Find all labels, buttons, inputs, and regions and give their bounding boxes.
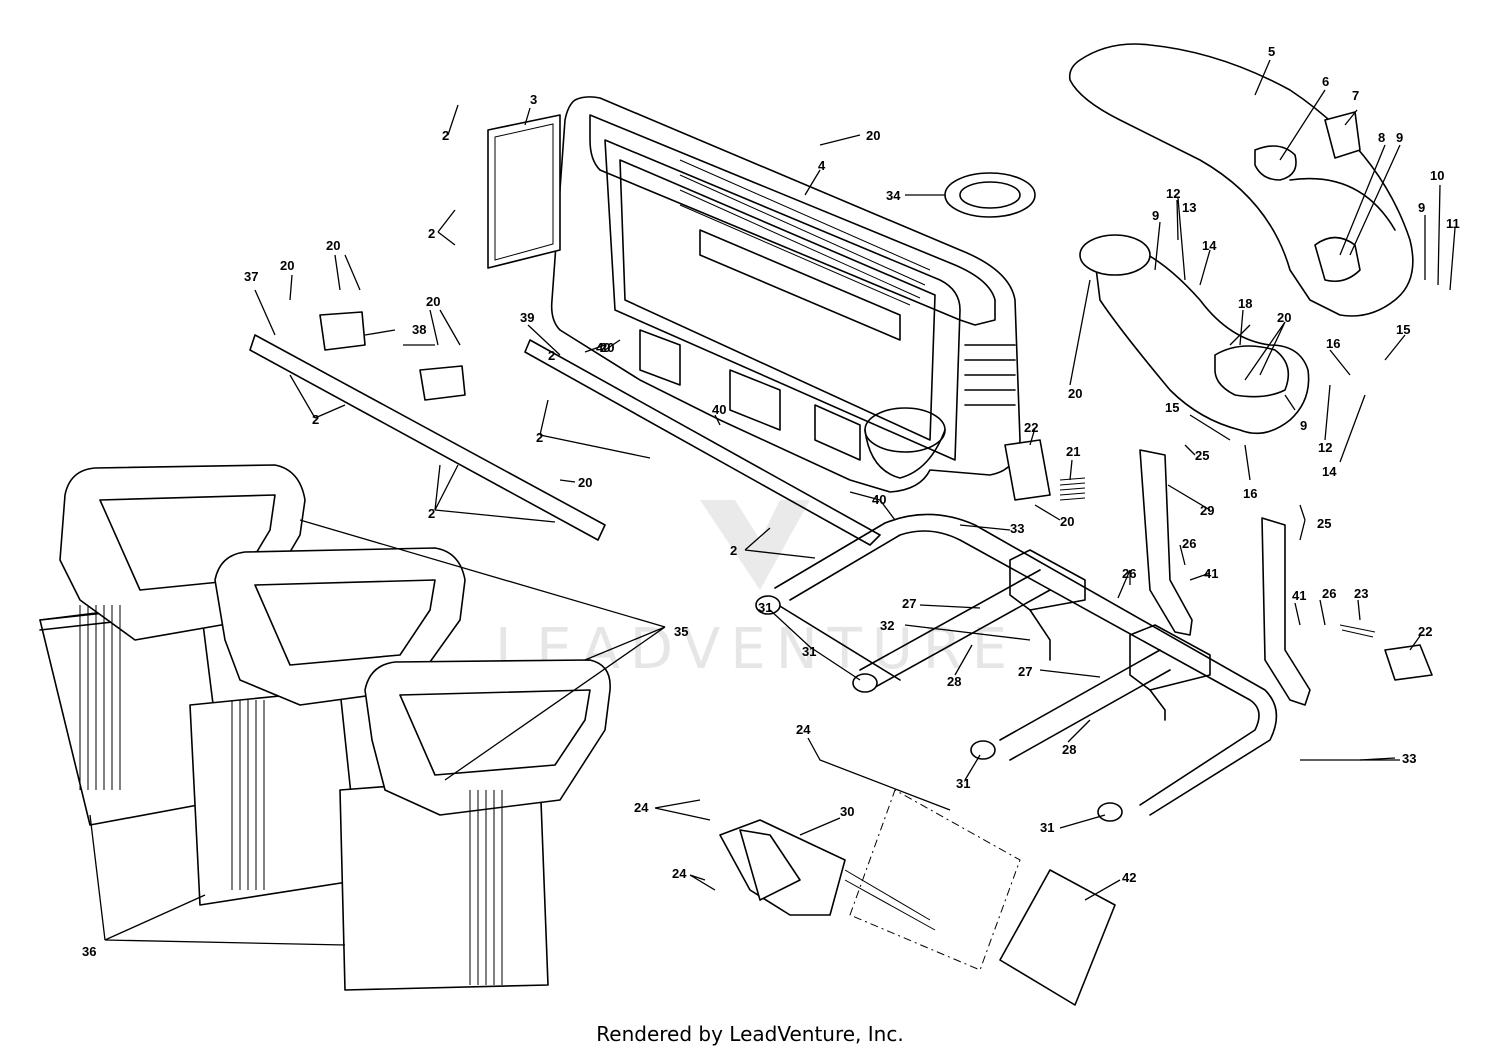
callout-2: 2 xyxy=(548,348,555,363)
left-rails xyxy=(249,311,881,546)
callout-20: 20 xyxy=(280,258,294,273)
callout-20: 20 xyxy=(866,128,880,143)
callout-36: 36 xyxy=(82,944,96,959)
callout-12: 12 xyxy=(1166,186,1180,201)
callout-34: 34 xyxy=(886,188,901,203)
callout-6: 6 xyxy=(1322,74,1329,89)
callout-38: 38 xyxy=(412,322,426,337)
callout-9: 9 xyxy=(1152,208,1159,223)
callout-20: 20 xyxy=(600,340,614,355)
frame-brackets xyxy=(1139,449,1311,706)
callout-40: 40 xyxy=(872,492,886,507)
callout-13: 13 xyxy=(1182,200,1196,215)
seal-ring xyxy=(944,172,1036,218)
callout-2: 2 xyxy=(312,412,319,427)
callout-42: 42 xyxy=(1122,870,1136,885)
callout-32: 32 xyxy=(880,618,894,633)
callout-31: 31 xyxy=(802,644,816,659)
footer-credit: Rendered by LeadVenture, Inc. xyxy=(596,1022,904,1046)
callout-40: 40 xyxy=(596,340,610,355)
bagger-housing xyxy=(550,96,1021,493)
callout-14: 14 xyxy=(1322,464,1337,479)
callout-22: 22 xyxy=(1024,420,1038,435)
callout-31: 31 xyxy=(1040,820,1054,835)
callout-41: 41 xyxy=(1292,588,1306,603)
callout-30: 30 xyxy=(840,804,854,819)
pins-and-spring xyxy=(1004,439,1433,681)
discharge-chute xyxy=(1068,43,1414,317)
callout-15: 15 xyxy=(1396,322,1410,337)
callout-15: 15 xyxy=(1165,400,1179,415)
callout-23: 23 xyxy=(1354,586,1368,601)
mounting-plates xyxy=(719,789,1116,1006)
callout-24: 24 xyxy=(796,722,811,737)
callout-26: 26 xyxy=(1322,586,1336,601)
callout-26: 26 xyxy=(1182,536,1196,551)
callout-7: 7 xyxy=(1352,88,1359,103)
callout-20: 20 xyxy=(1277,310,1291,325)
callout-2: 2 xyxy=(730,543,737,558)
callout-28: 28 xyxy=(1062,742,1076,757)
callout-20: 20 xyxy=(1060,514,1074,529)
grass-bags xyxy=(39,464,611,991)
screen-panel xyxy=(487,114,561,269)
callout-8: 8 xyxy=(1378,130,1385,145)
callout-33: 33 xyxy=(1010,521,1024,536)
callout-labels: 2 2 2 2 2 2 2 3 4 5 6 7 8 9 9 9 9 10 11 … xyxy=(82,44,1460,959)
callout-12: 12 xyxy=(1318,440,1332,455)
callout-33: 33 xyxy=(1402,751,1416,766)
callout-41: 41 xyxy=(1204,566,1218,581)
callout-31: 31 xyxy=(956,776,970,791)
callout-28: 28 xyxy=(947,674,961,689)
callout-25: 25 xyxy=(1317,516,1331,531)
callout-9: 9 xyxy=(1418,200,1425,215)
callout-27: 27 xyxy=(1018,664,1032,679)
callout-31: 31 xyxy=(758,600,772,615)
callout-10: 10 xyxy=(1430,168,1444,183)
callout-2: 2 xyxy=(428,226,435,241)
callout-18: 18 xyxy=(1238,296,1252,311)
callout-20: 20 xyxy=(326,238,340,253)
callout-20: 20 xyxy=(426,294,440,309)
callout-11: 11 xyxy=(1446,216,1460,231)
callout-39: 39 xyxy=(520,310,534,325)
callout-37: 37 xyxy=(244,269,258,284)
callout-9: 9 xyxy=(1396,130,1403,145)
leader-lines xyxy=(89,59,1456,946)
callout-29: 29 xyxy=(1200,503,1214,518)
callout-24: 24 xyxy=(634,800,649,815)
chute-adapter xyxy=(1079,234,1310,435)
callout-35: 35 xyxy=(674,624,688,639)
bag-frame xyxy=(755,513,1278,822)
callout-20: 20 xyxy=(578,475,592,490)
callout-16: 16 xyxy=(1326,336,1340,351)
callout-2: 2 xyxy=(428,506,435,521)
callout-2: 2 xyxy=(536,430,543,445)
callout-4: 4 xyxy=(818,158,826,173)
callout-9: 9 xyxy=(1300,418,1307,433)
callout-2: 2 xyxy=(442,128,449,143)
callout-14: 14 xyxy=(1202,238,1217,253)
callout-25: 25 xyxy=(1195,448,1209,463)
callout-27: 27 xyxy=(902,596,916,611)
callout-3: 3 xyxy=(530,92,537,107)
callout-16: 16 xyxy=(1243,486,1257,501)
callout-26: 26 xyxy=(1122,566,1136,581)
callout-24: 24 xyxy=(672,866,687,881)
callout-40: 40 xyxy=(712,402,726,417)
callout-21: 21 xyxy=(1066,444,1080,459)
callout-20: 20 xyxy=(1068,386,1082,401)
callout-22: 22 xyxy=(1418,624,1432,639)
callout-5: 5 xyxy=(1268,44,1275,59)
